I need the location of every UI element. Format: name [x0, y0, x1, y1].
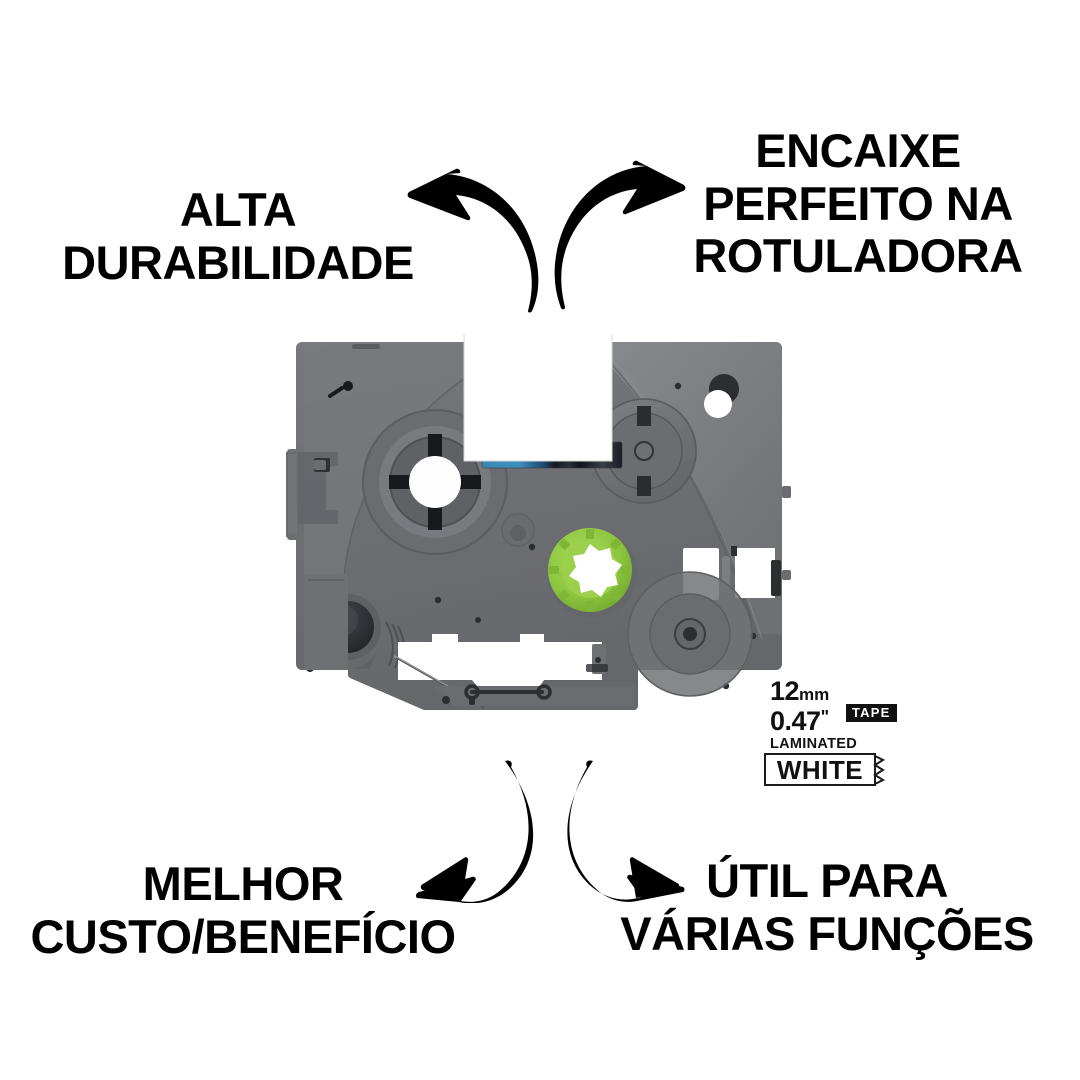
curved-arrow-down-left-icon [415, 757, 555, 904]
curved-arrow-down-right-icon [535, 757, 685, 903]
curved-arrow-up-left-icon [398, 168, 548, 314]
label-tape-width-inches: 0.47" [770, 706, 829, 736]
label-tape-cassette: 12mm 0.47" TAPE LAMINATED WHITE [286, 334, 897, 786]
label-color-box [764, 753, 876, 786]
benefit-text-melhor-custo-beneficio: MELHOR CUSTO/BENEFÍCIO [30, 857, 456, 963]
benefit-text-encaixe-perfeito: ENCAIXE PERFEITO NA ROTULADORA [693, 124, 1023, 283]
curved-arrow-up-right-icon [545, 160, 695, 312]
benefit-text-util-varias-funcoes: ÚTIL PARA VÁRIAS FUNÇÕES [620, 854, 1034, 960]
label-color-name: WHITE [776, 755, 864, 785]
label-zigzag-icon [873, 755, 886, 785]
label-tape-width: 12mm [770, 676, 830, 706]
benefit-text-alta-durabilidade: ALTA DURABILIDADE [62, 183, 414, 289]
label-laminated-text: LAMINATED [770, 736, 858, 752]
label-tape-badge: TAPE [846, 704, 897, 722]
